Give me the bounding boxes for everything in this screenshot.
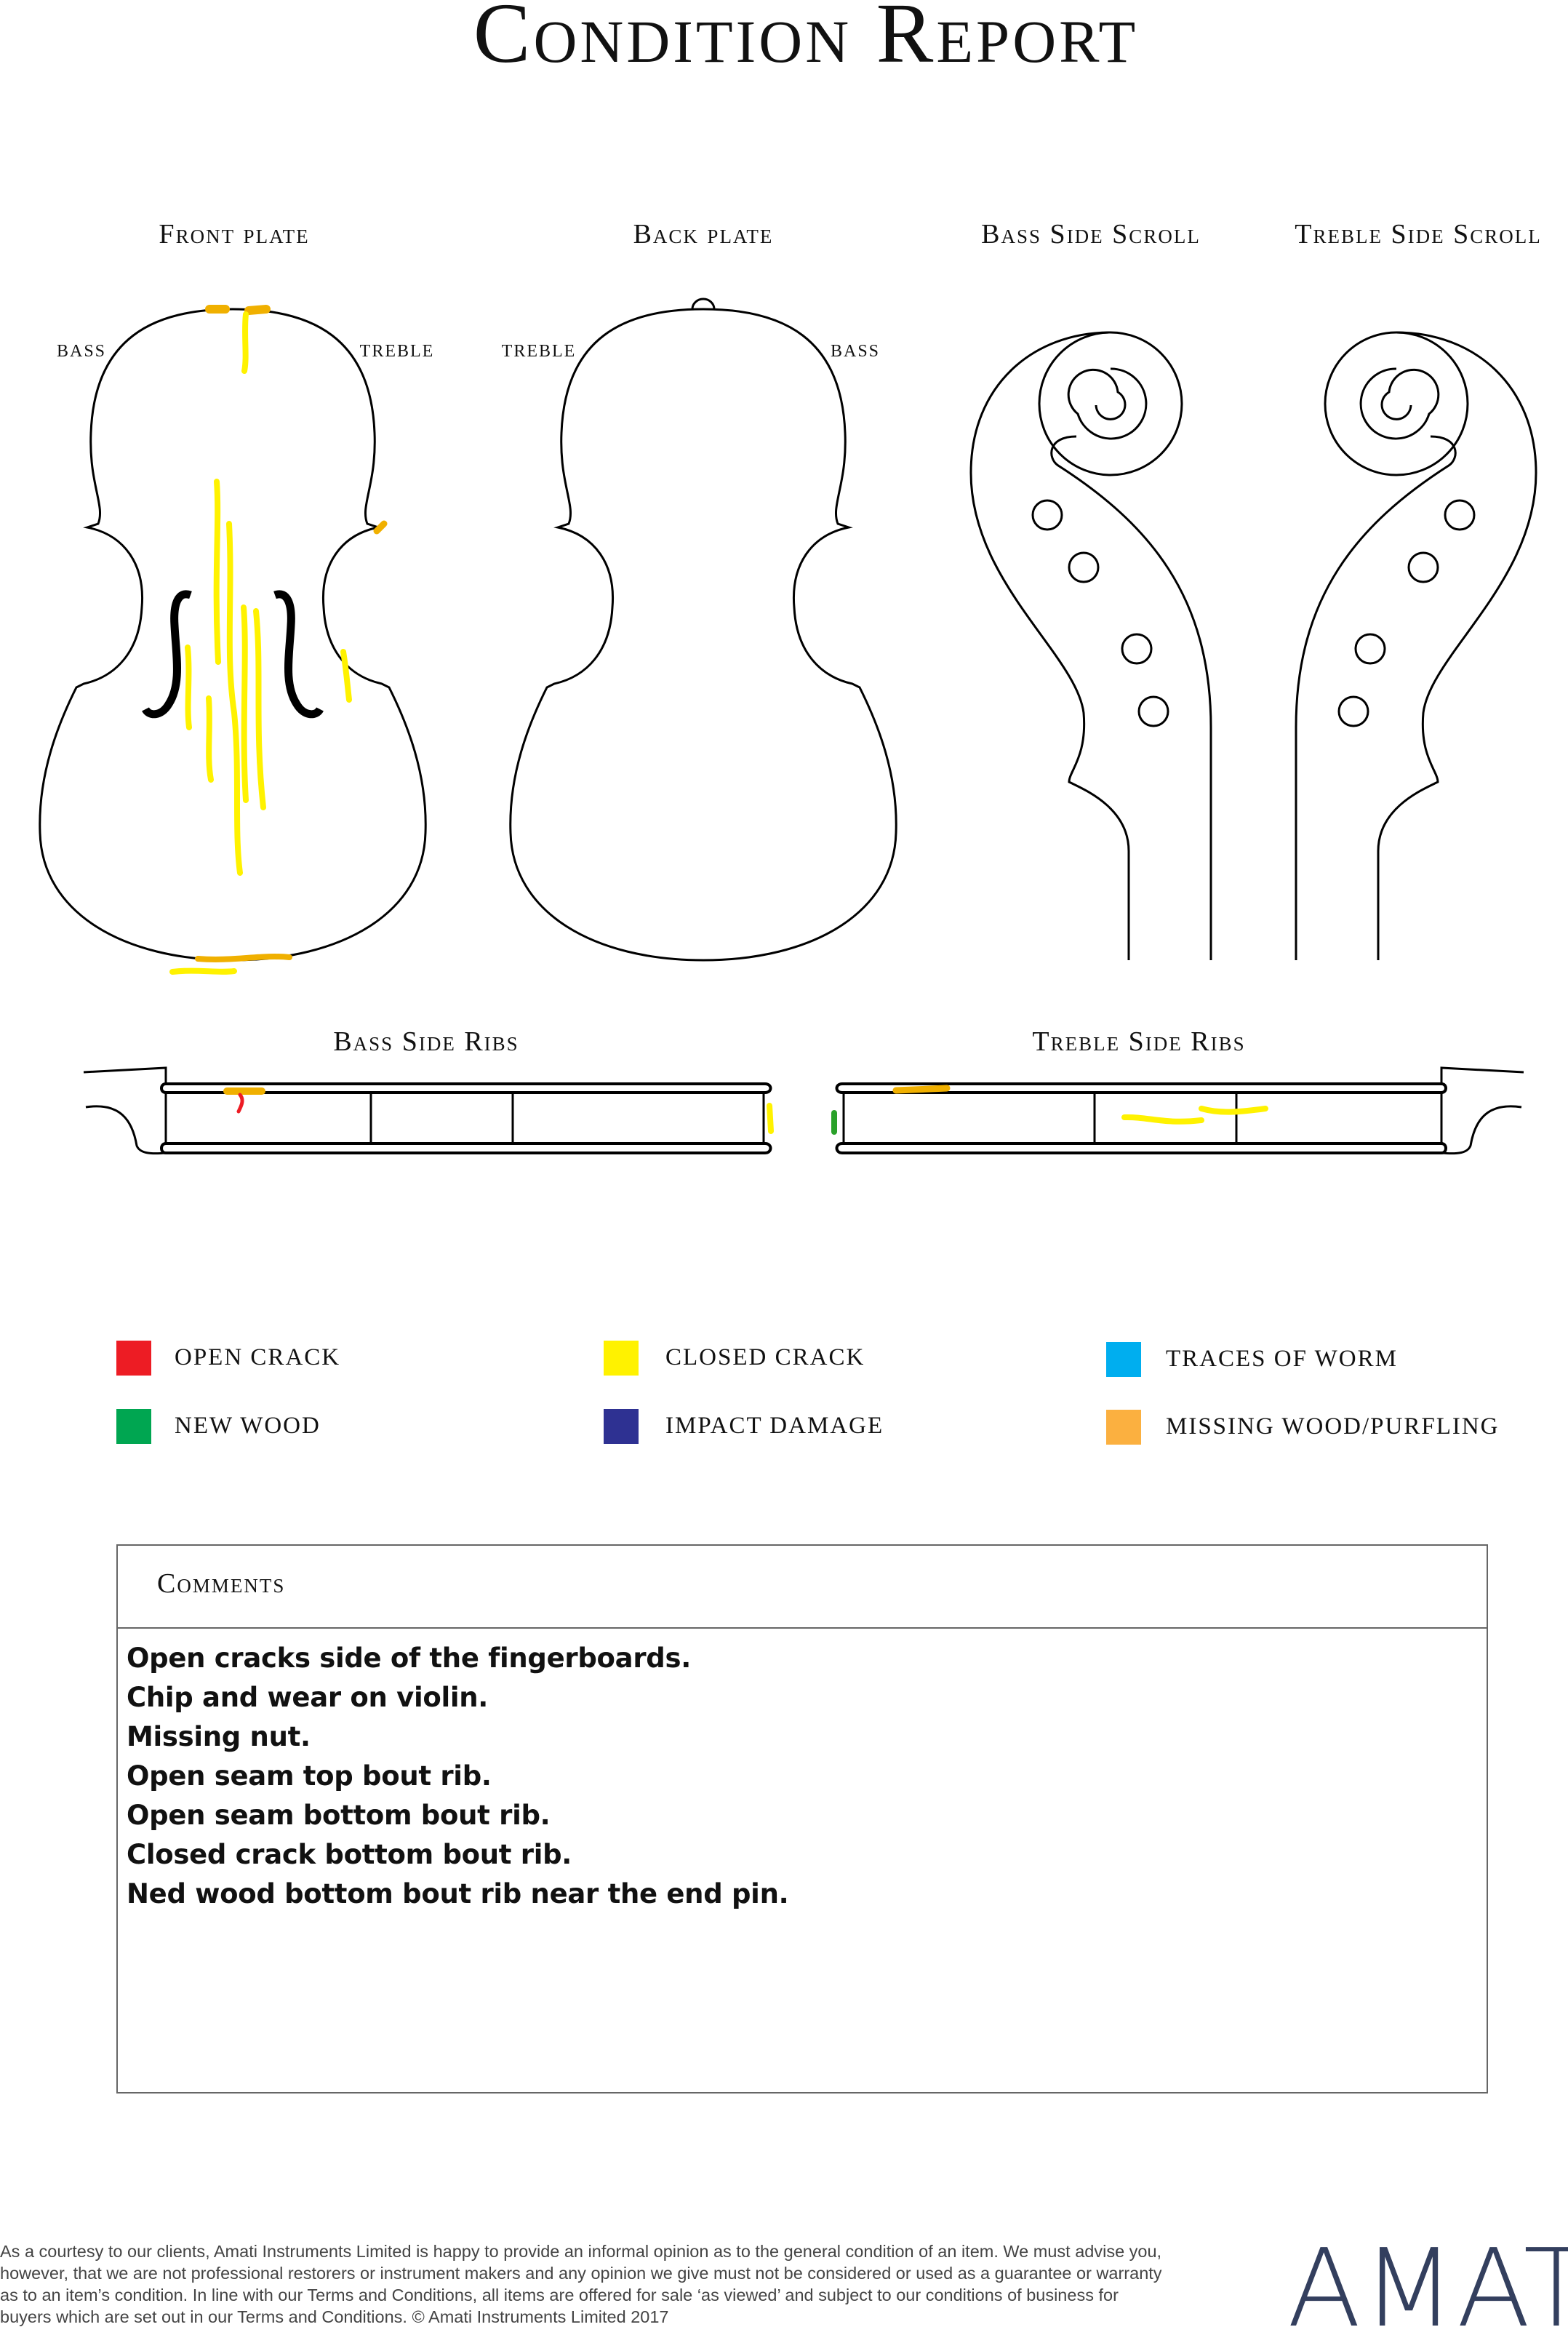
bass-side-scroll-heading: Bass Side Scroll [981, 219, 1201, 250]
missing-wood-label: Missing wood/purfling [1166, 1413, 1500, 1440]
front-treble-label: TREBLE [359, 342, 435, 361]
missing-wood-mark [195, 954, 292, 962]
bass-side-scroll-outline [969, 331, 1212, 962]
damage-marks [169, 305, 1268, 1135]
closed-crack-mark [1121, 1114, 1204, 1125]
front-plate-outline [40, 309, 425, 960]
traces-of-worm-swatch [1106, 1342, 1141, 1377]
back-plate-outline [511, 298, 896, 960]
closed-crack-mark [169, 967, 237, 975]
bass-side-ribs-outline [82, 1066, 772, 1155]
closed-crack-label: Closed crack [665, 1344, 865, 1370]
missing-wood-mark [205, 305, 271, 315]
closed-crack-mark [185, 644, 192, 730]
comment-line: Missing nut. [127, 1721, 311, 1752]
treble-f-hole [273, 590, 324, 719]
new-wood-swatch [116, 1409, 151, 1444]
closed-crack-mark [241, 311, 249, 374]
comment-line: Open seam top bout rib. [127, 1760, 492, 1792]
closed-crack-mark [253, 608, 266, 810]
bass-f-hole [142, 590, 192, 719]
traces-of-worm-label: Traces of worm [1166, 1346, 1398, 1372]
open-crack-mark [236, 1093, 244, 1114]
treble-side-ribs-outline [835, 1066, 1525, 1155]
treble-side-ribs-heading: Treble Side Ribs [1032, 1026, 1246, 1057]
missing-wood-mark [373, 520, 388, 535]
comment-line: Chip and wear on violin. [127, 1682, 489, 1713]
closed-crack-mark [206, 695, 214, 783]
back-plate-heading: Back plate [633, 219, 774, 250]
new-wood-label: New wood [175, 1413, 321, 1439]
impact-damage-swatch [604, 1409, 639, 1444]
closed-crack-mark [241, 604, 249, 803]
closed-crack-swatch [604, 1341, 639, 1376]
back-treble-label: TREBLE [501, 342, 577, 361]
comment-line: Ned wood bottom bout rib near the end pi… [127, 1878, 789, 1909]
comments-list: Open cracks side of the fingerboards. Ch… [118, 1629, 1487, 1914]
closed-crack-mark [340, 649, 352, 703]
open-crack-swatch [116, 1341, 151, 1376]
amati-logo: AMATI [1287, 2226, 1568, 2351]
closed-crack-mark [213, 479, 221, 665]
comments-heading: Comments [157, 1568, 286, 1599]
impact-damage-label: Impact damage [665, 1413, 884, 1439]
missing-purfling-mark [892, 1085, 951, 1094]
missing-wood-swatch [1106, 1410, 1141, 1445]
treble-side-scroll-outline [1295, 331, 1537, 962]
front-bass-label: BASS [56, 342, 107, 361]
closed-crack-mark [226, 521, 243, 876]
disclaimer-text: As a courtesy to our clients, Amati Inst… [0, 2242, 1162, 2326]
back-bass-label: BASS [830, 342, 881, 361]
treble-side-scroll-heading: Treble Side Scroll [1295, 219, 1542, 250]
closed-crack-mark [767, 1103, 774, 1134]
comment-line: Open seam bottom bout rib. [127, 1800, 551, 1831]
comment-line: Open cracks side of the fingerboards. [127, 1642, 691, 1674]
closed-crack-mark [1199, 1106, 1268, 1115]
front-plate-heading: Front plate [159, 219, 310, 250]
comment-line: Closed crack bottom bout rib. [127, 1839, 572, 1870]
page-title: Condition Report [473, 0, 1139, 81]
comments-box: Comments Open cracks side of the fingerb… [116, 1544, 1488, 2093]
bass-side-ribs-heading: Bass Side Ribs [333, 1026, 519, 1057]
open-crack-label: Open crack [175, 1344, 341, 1370]
